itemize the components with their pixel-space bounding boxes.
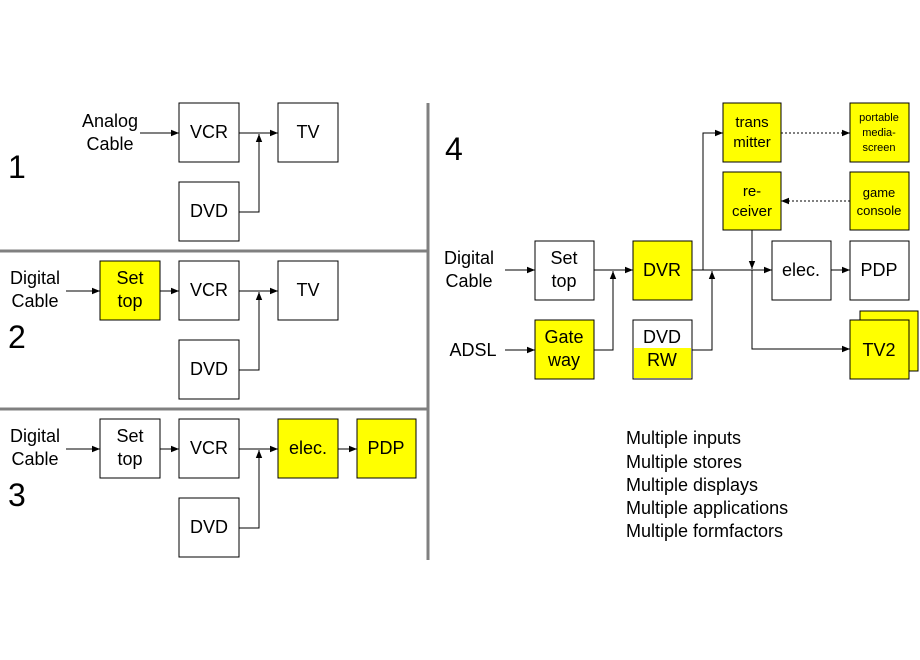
panel-4-game-line-2: console	[857, 203, 902, 218]
panel-2-dvd-box	[178, 339, 240, 400]
panel-4-arrow-dvdrw	[692, 271, 716, 351]
panel-4-pdp-label: PDP	[860, 260, 897, 280]
panel-4-note-3: Multiple displays	[626, 475, 758, 495]
panel-3-source-line-2: Cable	[11, 449, 58, 469]
panel-4-cable-line-2: Cable	[445, 271, 492, 291]
panel-3-number: 3	[8, 477, 26, 513]
panel-4-receiver-line-1: re-	[743, 183, 761, 200]
panel-4-arrow-to-transmitter	[702, 129, 723, 270]
panel-2-tv-label: TV	[296, 280, 319, 300]
panel-1: 1 Analog Cable VCR DVD TV	[8, 102, 339, 242]
panel-4-receiver-box	[722, 171, 782, 231]
panel-1-dvd-label: DVD	[190, 201, 228, 221]
panel-4-gateway-box	[534, 319, 595, 380]
panel-4-note-2: Multiple stores	[626, 452, 742, 472]
panel-3-settop-box	[99, 418, 161, 479]
panel-4-pdp-box	[849, 240, 910, 301]
panel-2-dvd-label: DVD	[190, 359, 228, 379]
panel-2-vcr-box	[178, 260, 240, 321]
panel-3-elec-label: elec.	[289, 438, 327, 458]
panel-4-tv2-label: TV2	[862, 340, 895, 360]
panel-4-receiver-line-2: ceiver	[732, 203, 772, 220]
panel-2-settop-line-1: Set	[116, 268, 143, 288]
panel-4-dvdrw-line-1: DVD	[643, 327, 681, 347]
panel-2-tv-box	[277, 260, 339, 321]
panel-3-vcr-box	[178, 418, 240, 479]
panel-1-source-line-1: Analog	[82, 111, 138, 131]
panel-2-arrow-dvd	[239, 292, 263, 371]
panel-4-note-5: Multiple formfactors	[626, 521, 783, 541]
panel-4-dvr-box	[632, 240, 693, 301]
panel-3-source-line-1: Digital	[10, 426, 60, 446]
panel-3-pdp-box	[356, 418, 417, 479]
panel-3-settop-line-1: Set	[116, 426, 143, 446]
panel-4-transmitter-line-2: mitter	[733, 134, 771, 151]
panel-4-note-4: Multiple applications	[626, 498, 788, 518]
panel-2-number: 2	[8, 319, 26, 355]
panel-4-note-1: Multiple inputs	[626, 428, 741, 448]
panel-4-portable-line-3: screen	[862, 142, 895, 154]
panel-3-arrow-dvd	[239, 450, 263, 529]
panel-4-number: 4	[445, 131, 463, 167]
panel-4-adsl-label: ADSL	[449, 340, 496, 360]
panel-1-dvd-box	[178, 181, 240, 242]
panel-4-settop-line-2: top	[551, 271, 576, 291]
panel-4-arrow-gateway	[594, 271, 617, 351]
panel-3-pdp-label: PDP	[367, 438, 404, 458]
panel-3-vcr-label: VCR	[190, 438, 228, 458]
panel-4-gateway-line-1: Gate	[544, 327, 583, 347]
panel-4-gateway-line-2: way	[547, 350, 580, 370]
panel-4-arrow-to-tv2	[751, 270, 850, 353]
panel-4-dvdrw-highlight	[634, 348, 691, 378]
panel-1-tv-label: TV	[296, 122, 319, 142]
panel-4-dvr-label: DVR	[643, 260, 681, 280]
panel-4-cable-line-1: Digital	[444, 248, 494, 268]
panel-1-source-line-2: Cable	[86, 134, 133, 154]
panel-2-settop-line-2: top	[117, 291, 142, 311]
panel-4-game-box	[849, 171, 910, 231]
panel-4-portable-line-2: media-	[862, 127, 896, 139]
panel-1-number: 1	[8, 149, 26, 185]
panel-1-vcr-box	[178, 102, 240, 163]
panel-2-source-line-2: Cable	[11, 291, 58, 311]
panel-2-source-line-1: Digital	[10, 268, 60, 288]
panel-2-vcr-label: VCR	[190, 280, 228, 300]
panel-3: 3 Digital Cable Set top VCR DVD elec. PD…	[8, 418, 417, 558]
panel-4-transmitter-box	[722, 102, 782, 163]
panel-2: 2 Digital Cable Set top VCR DVD TV	[8, 260, 339, 400]
panel-4-game-line-1: game	[863, 185, 896, 200]
panel-4: 4 Digital Cable ADSL Set top Gate way DV…	[444, 102, 919, 541]
panel-4-portable-line-1: portable	[859, 112, 899, 124]
panel-3-settop-line-2: top	[117, 449, 142, 469]
panel-4-tv2-box	[849, 319, 910, 380]
panel-4-dvdrw-line-2: RW	[647, 350, 677, 370]
panel-1-vcr-label: VCR	[190, 122, 228, 142]
panel-1-tv-box	[277, 102, 339, 163]
panel-4-elec-label: elec.	[782, 260, 820, 280]
panel-3-elec-box	[277, 418, 339, 479]
panel-4-settop-line-1: Set	[550, 248, 577, 268]
panel-3-dvd-label: DVD	[190, 517, 228, 537]
panel-1-arrow-dvd	[239, 134, 263, 213]
panel-4-transmitter-line-1: trans	[735, 114, 768, 131]
panel-4-settop-box	[534, 240, 595, 301]
